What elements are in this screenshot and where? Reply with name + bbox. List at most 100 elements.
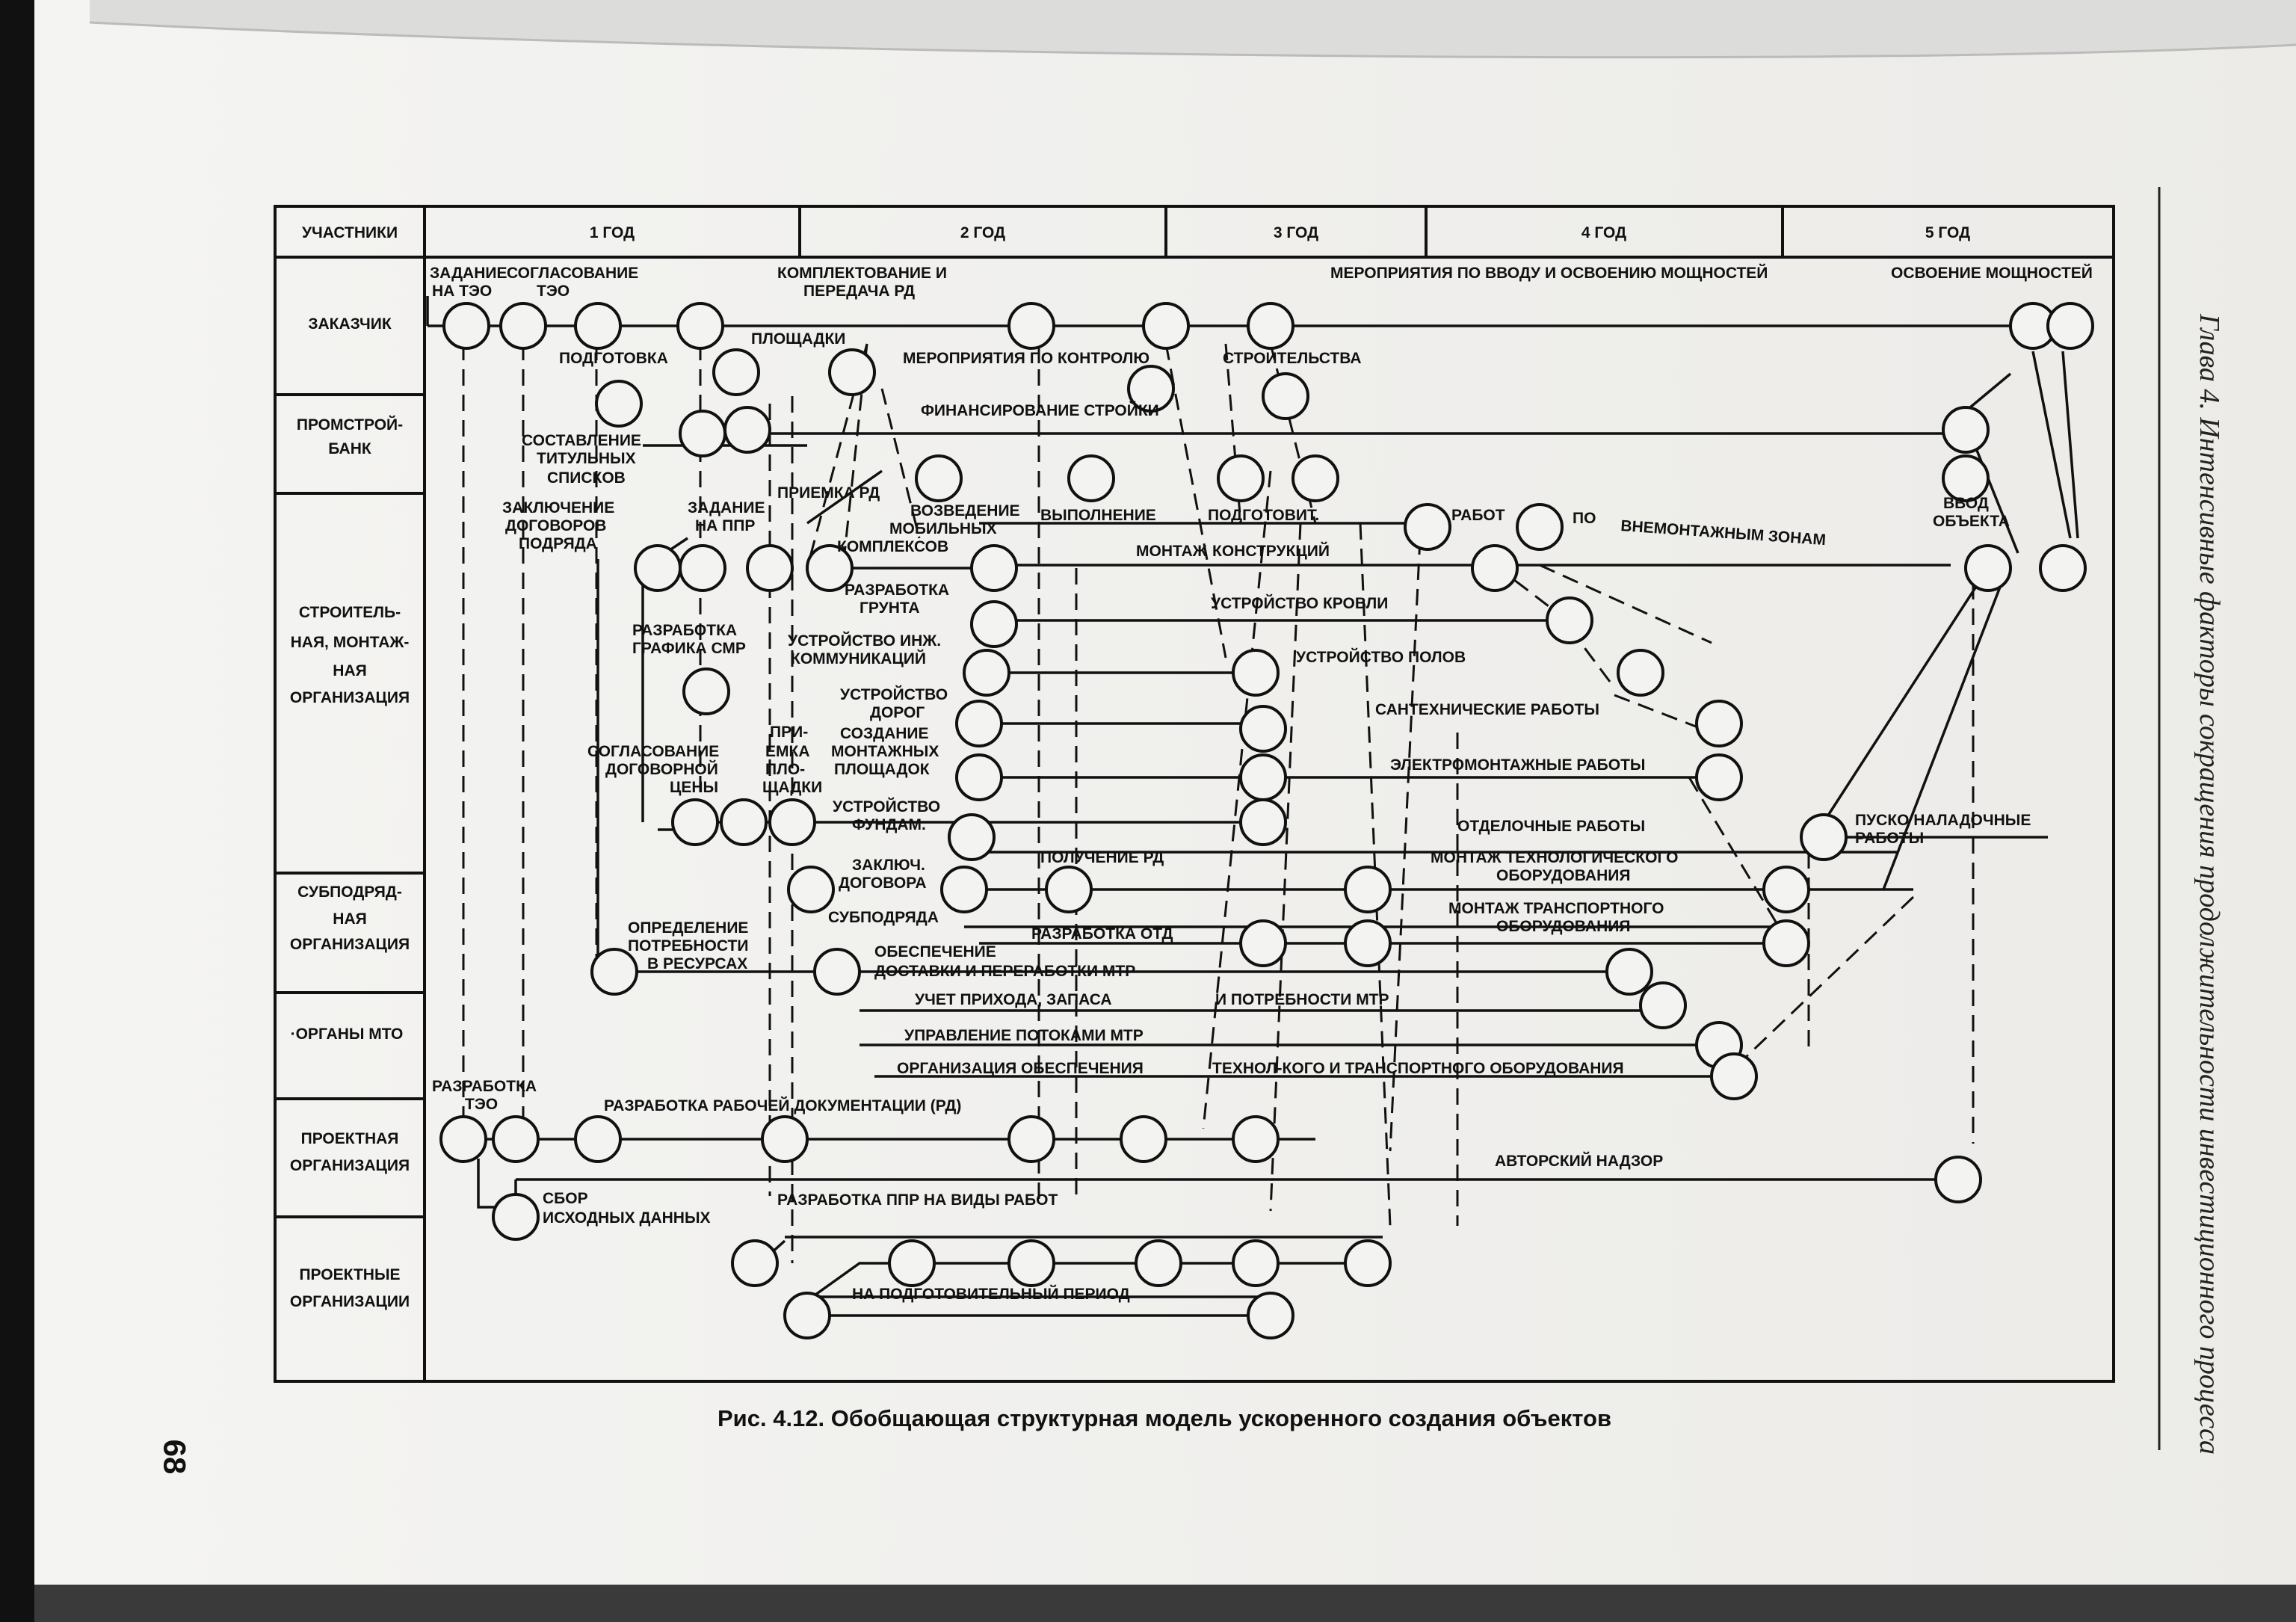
lbl-rabot: РАБОТ (1451, 507, 1505, 524)
lbl-razrabotka-rd: РАЗРАБОТКА РАБОЧЕЙ ДОКУМЕНТАЦИИ (РД) (604, 1097, 961, 1114)
lbl-montazh-tehnol-2: ОБОРУДОВАНИЯ (1496, 867, 1630, 884)
event-node (1471, 544, 1519, 592)
year-1: 1 ГОД (590, 224, 635, 241)
lbl-konstrukciy: КОНСТРУКЦИЙ (1212, 542, 1330, 560)
lbl-ustroystvo-fundam-1: УСТРОЙСТВО (833, 798, 940, 815)
event-node (970, 600, 1018, 648)
lbl-obespechenie-2: ДОСТАВКИ И ПЕРЕРАБОТКИ МТР (874, 963, 1135, 980)
lbl-zadanie-teo-2: НА ТЭО (432, 283, 492, 300)
event-node (746, 544, 794, 592)
lbl-opredelenie-3: В РЕСУРСАХ (647, 955, 747, 972)
lbl-vozvedenie-2: МОБИЛЬНЫХ (889, 520, 997, 537)
lbl-sozdanie-2: МОНТАЖНЫХ (831, 743, 939, 760)
event-node (1120, 1115, 1167, 1163)
event-node (1762, 919, 1810, 967)
event-node (720, 798, 768, 846)
event-node (1605, 948, 1653, 996)
year-5: 5 ГОД (1925, 224, 1970, 241)
row-stroit-4: ОРГАНИЗАЦИЯ (290, 689, 410, 706)
event-node (888, 1239, 936, 1287)
event-node (2046, 302, 2094, 350)
lbl-zaklyuch-1: ЗАКЛЮЧ. (852, 857, 925, 874)
event-node (439, 1115, 487, 1163)
lbl-razrabotka-grafika-2: ГРАФИКА СМР (632, 640, 746, 657)
event-node (1762, 866, 1810, 913)
event-node (1007, 302, 1055, 350)
event-node (768, 798, 816, 846)
row-stroit-3: НАЯ (333, 662, 366, 679)
event-node (1942, 454, 1990, 502)
year-4: 4 ГОД (1581, 224, 1626, 241)
lbl-montazh-tehnol-1: МОНТАЖ ТЕХНОЛОГИЧЕСКОГО (1431, 849, 1678, 866)
lbl-vozvedenie-3: КОМПЛЕКСОВ (837, 538, 948, 555)
figure-caption: Рис. 4.12. Обобщающая структурная модель… (718, 1405, 1611, 1431)
event-node (1067, 454, 1115, 502)
lbl-komplektovanie-1: КОМПЛЕКТОВАНИЕ И (777, 265, 947, 282)
event-node (1247, 302, 1294, 350)
lbl-pusko-1: ПУСКО НАЛАДОЧНЫЕ (1855, 812, 2031, 829)
event-node (1617, 649, 1664, 697)
event-node (963, 649, 1010, 697)
lbl-meropriyatiya-kontrol: МЕРОПРИЯТИЯ ПО КОНТРОЛЮ (903, 350, 1149, 367)
lbl-soglasovanie-dog-3: ЦЕНЫ (670, 779, 718, 796)
event-node (731, 1239, 779, 1287)
header-participants: УЧАСТНИКИ (302, 224, 398, 241)
lbl-priemka-pl-2: ЕМКА (765, 743, 809, 760)
row-proektnye-1: ПРОЕКТНЫЕ (299, 1266, 400, 1283)
event-node (679, 410, 726, 457)
event-node (787, 866, 835, 913)
lbl-ustroystvo-krovli: УСТРОЙСТВО КРОВЛИ (1211, 594, 1388, 612)
event-node (679, 544, 726, 592)
event-node (590, 948, 638, 996)
lbl-upravlenie: УПРАВЛЕНИЕ ПОТОКАМИ МТР (904, 1027, 1144, 1044)
event-node (1142, 302, 1190, 350)
event-node (783, 1292, 831, 1339)
lbl-montazh-transp-2: ОБОРУДОВАНИЯ (1496, 918, 1630, 935)
running-head: Глава 4. Интенсивные факторы сокращения … (2194, 314, 2225, 1455)
lbl-zaklyuchenie-1: ЗАКЛЮЧЕНИЕ (502, 499, 614, 516)
lbl-priemka-pl-4: ЩАДКИ (762, 779, 822, 796)
event-node (499, 302, 547, 350)
lbl-finansirovanie: ФИНАНСИРОВАНИЕ СТРОЙКИ (921, 401, 1159, 419)
year-2: 2 ГОД (960, 224, 1005, 241)
lbl-obespechenie-1: ОБЕСПЕЧЕНИЕ (874, 943, 996, 960)
event-node (723, 406, 771, 454)
lbl-zadanie-teo-1: ЗАДАНИЕ (430, 265, 507, 282)
lbl-zadanie-ppr-2: НА ППР (695, 517, 755, 534)
event-node (1045, 866, 1093, 913)
event-node (1344, 1239, 1392, 1287)
lbl-santehnicheskie: САНТЕХНИЧЕСКИЕ РАБОТЫ (1375, 701, 1599, 718)
event-node (1344, 919, 1392, 967)
event-node (1127, 365, 1175, 413)
lbl-ustroystvo-dorog-1: УСТРОЙСТВО (840, 685, 948, 703)
lbl-razrabotka-grafika-1: РАЗРАБОТКА (632, 622, 737, 639)
row-promstroybank-2: БАНК (328, 440, 371, 457)
event-node (955, 700, 1003, 747)
row-stroit-2: НАЯ, МОНТАЖ- (291, 634, 410, 651)
lbl-priemka-pl-1: ПРИ- (770, 724, 808, 741)
event-node (1800, 813, 1848, 861)
event-node (1262, 372, 1309, 420)
event-node (574, 302, 622, 350)
lbl-podgotovka: ПОДГОТОВКА (559, 350, 668, 367)
lbl-subpodryada: СУБПОДРЯДА (828, 909, 939, 926)
event-node (1135, 1239, 1182, 1287)
event-node (1695, 753, 1743, 801)
lbl-razrabotka-grunta-2: ГРУНТА (860, 599, 920, 617)
lbl-soglasovanie-dog-2: ДОГОВОРНОЙ (605, 760, 718, 778)
event-node (813, 948, 861, 996)
lbl-pusko-2: РАБОТЫ (1855, 830, 1924, 847)
lbl-komplektovanie-2: ПЕРЕДАЧА РД (803, 283, 915, 300)
row-organy-mto: ·ОРГАНЫ МТО (291, 1026, 404, 1043)
lbl-osvoenie: ОСВОЕНИЕ МОЩНОСТЕЙ (1891, 264, 2093, 282)
lbl-ustroystvo-dorog-2: ДОРОГ (870, 704, 925, 721)
event-node (1232, 1115, 1280, 1163)
lbl-montazh-transp-1: МОНТАЖ ТРАНСПОРТНОГО (1448, 900, 1664, 917)
event-node (1934, 1156, 1982, 1203)
row-stroit-1: СТРОИТЕЛЬ- (299, 604, 401, 621)
row-zakazchik: ЗАКАЗЧИК (308, 315, 392, 333)
event-node (1695, 700, 1743, 747)
lbl-vypolnenie: ВЫПОЛНЕНИЕ (1040, 507, 1156, 524)
lbl-ustroystvo-fundam-2: ФУНДАМ. (852, 816, 926, 833)
row-promstroybank-1: ПРОМСТРОЙ- (297, 416, 403, 434)
